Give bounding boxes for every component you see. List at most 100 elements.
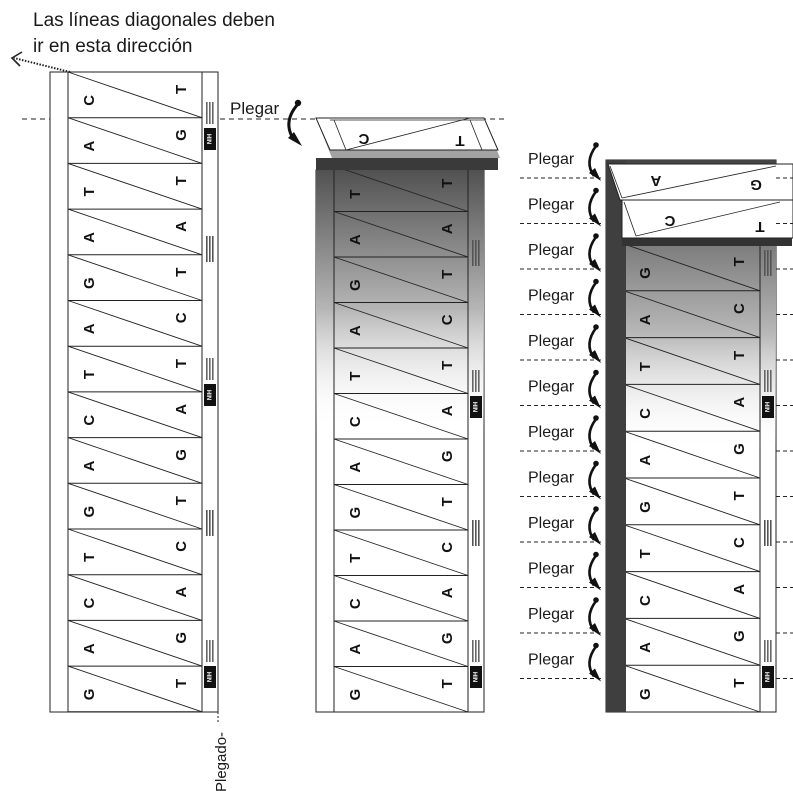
base-letter: G	[347, 279, 364, 291]
fold-shadow	[316, 160, 484, 430]
base-letter: C	[173, 312, 190, 323]
base-letter: G	[637, 501, 654, 513]
flap-letter: G	[750, 176, 762, 193]
base-letter: C	[637, 595, 654, 606]
base-letter: A	[347, 644, 364, 655]
base-letter: A	[637, 314, 654, 325]
fold-label: Plegar	[528, 151, 575, 168]
fold-label: Plegar	[528, 424, 575, 441]
base-letter: T	[347, 190, 364, 199]
folded-label: Plegado-	[213, 732, 230, 791]
base-letter: T	[81, 370, 98, 379]
base-letter: C	[347, 598, 364, 609]
base-letter: A	[731, 397, 748, 408]
strip-cell: CA	[623, 383, 761, 432]
strip-cell: TT	[67, 162, 203, 210]
base-letter: G	[439, 450, 456, 462]
base-letter: A	[173, 586, 190, 597]
curved-arrow-icon	[588, 187, 601, 227]
strip-cell: AA	[67, 208, 203, 256]
base-letter: C	[439, 542, 456, 553]
base-letter: C	[439, 314, 456, 325]
curved-arrow-icon	[588, 642, 601, 682]
margin-text-mark	[472, 240, 480, 266]
base-letter: G	[173, 129, 190, 141]
base-letter: A	[439, 405, 456, 416]
nih-logo-text: NIH	[766, 402, 772, 412]
strip-cell: GT	[623, 664, 761, 713]
nih-logo: NIH	[470, 640, 482, 688]
fold-step: Plegar	[520, 642, 793, 682]
strip-cell: GT	[67, 254, 203, 301]
nih-logo: NIH	[204, 358, 216, 406]
nih-logo-text: NIH	[208, 390, 214, 400]
base-letter: C	[81, 597, 98, 608]
base-letter: A	[439, 587, 456, 598]
base-letter: T	[439, 497, 456, 506]
strip-cell: AG	[67, 437, 203, 484]
fold-label: Plegar	[528, 242, 575, 259]
base-letter: G	[81, 506, 98, 518]
fold-label: Plegar	[528, 379, 575, 396]
fold-label: Plegar	[528, 515, 575, 532]
base-letter: A	[439, 223, 456, 234]
curved-arrow-icon	[588, 278, 601, 318]
base-letter: G	[347, 507, 364, 519]
base-letter: G	[731, 443, 748, 455]
strip-cell: TT	[333, 347, 469, 394]
curved-arrow-icon	[588, 369, 601, 409]
curved-arrow-icon	[287, 99, 302, 146]
strip-cell: GT	[67, 482, 203, 530]
base-letter: T	[347, 554, 364, 563]
strip-cell: CA	[333, 393, 469, 440]
base-letter: T	[637, 362, 654, 371]
base-letter: G	[81, 689, 98, 701]
strip-cell: TC	[623, 524, 761, 573]
flap-letter: C	[358, 130, 369, 147]
base-letter: T	[173, 268, 190, 277]
nih-logo: NIH	[204, 102, 216, 150]
base-letter: A	[637, 642, 654, 653]
curved-arrow-icon	[588, 142, 601, 181]
margin-text-mark	[472, 520, 480, 546]
base-letter: T	[731, 491, 748, 500]
nih-logo-text: NIH	[766, 672, 772, 682]
strip-cell: AC	[623, 290, 761, 339]
base-letter: G	[731, 630, 748, 642]
strip-cell: CA	[623, 571, 761, 619]
curved-arrow-icon	[588, 460, 601, 500]
strip-cell: TC	[333, 529, 469, 576]
nih-logo-text: NIH	[474, 402, 480, 412]
base-letter: T	[173, 496, 190, 505]
base-letter: T	[173, 359, 190, 368]
margin-text-mark	[764, 520, 772, 546]
nih-logo: NIH	[762, 370, 774, 418]
nih-logo: NIH	[470, 370, 482, 418]
strip-cell: CA	[333, 575, 469, 622]
strip-cell: AA	[333, 211, 469, 258]
strip-cell: TC	[67, 528, 203, 576]
base-letter: T	[347, 372, 364, 381]
folded-flap: C T	[315, 117, 500, 170]
base-letter: G	[173, 449, 190, 461]
strip-cell: CA	[67, 391, 203, 439]
fold-step: Plegar	[520, 278, 793, 318]
fold-step: Plegar	[520, 187, 793, 227]
flap-letter: A	[650, 172, 661, 189]
strip-cell: GT	[333, 256, 469, 303]
base-letter: G	[637, 688, 654, 700]
base-letter: G	[439, 632, 456, 644]
base-letter: T	[173, 85, 190, 94]
base-letter: T	[81, 553, 98, 562]
base-letter: T	[81, 187, 98, 196]
base-letter: T	[439, 179, 456, 188]
base-letter: C	[731, 303, 748, 314]
fold-step: Plegar	[520, 324, 793, 363]
base-letter: G	[173, 632, 190, 644]
nih-logo-text: NIH	[474, 672, 480, 682]
fold-label: Plegar	[528, 606, 575, 623]
margin-text-mark	[206, 236, 214, 262]
